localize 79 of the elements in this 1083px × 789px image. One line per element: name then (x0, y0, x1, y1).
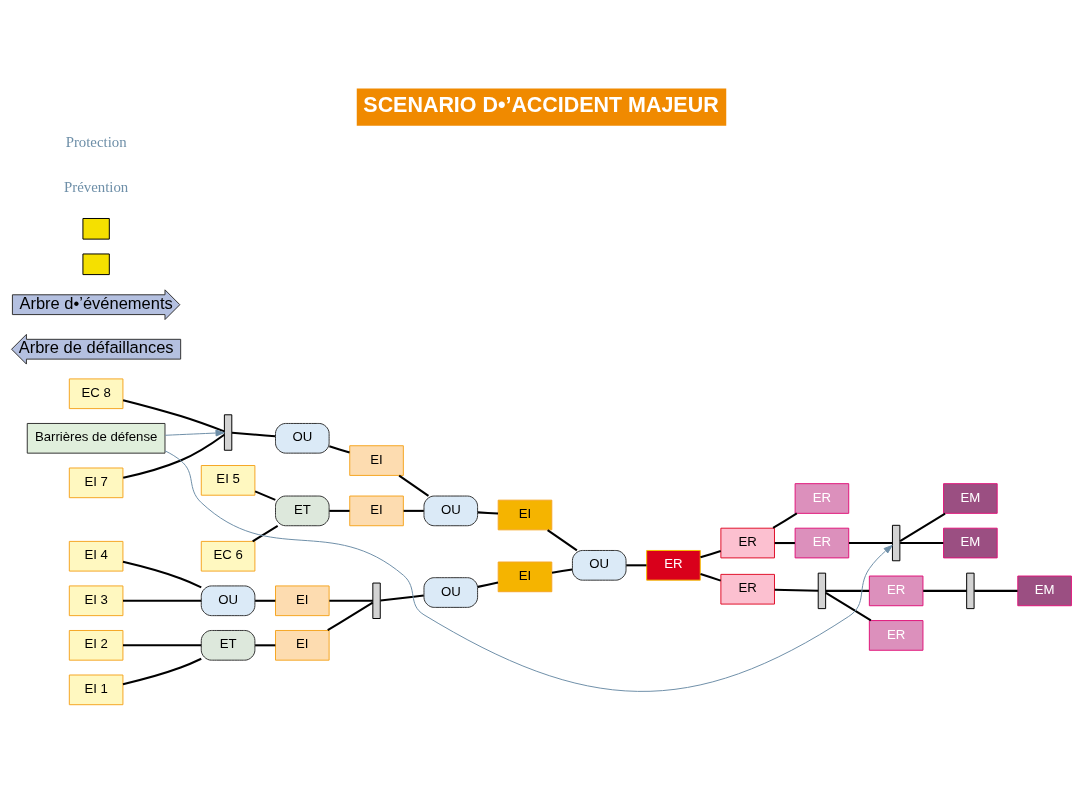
label: Protection (65, 133, 127, 150)
node-box: ER (868, 619, 924, 651)
node-box: EI (275, 629, 330, 661)
node-box: OU (275, 422, 330, 454)
connector (329, 599, 373, 602)
node-box: EI 5 (200, 464, 256, 496)
node-box: EI (497, 561, 553, 592)
node-box: EI (275, 584, 330, 616)
connector (327, 601, 374, 631)
connector (123, 599, 202, 602)
node-bar (891, 524, 901, 561)
connector (398, 474, 430, 497)
node-box: EC 8 (68, 377, 124, 409)
connector (123, 643, 202, 646)
node-box: EM (1017, 575, 1072, 606)
connector (772, 512, 798, 529)
node-box: EI 2 (68, 629, 124, 661)
connector (380, 594, 424, 601)
node-box: ER (720, 573, 775, 605)
connector (774, 541, 795, 544)
node-box: EI (497, 499, 553, 530)
node-bar (372, 582, 381, 619)
node-box: EI (349, 495, 404, 526)
connector (551, 567, 573, 574)
connector (123, 433, 225, 479)
node-box: EI 1 (68, 674, 124, 705)
node-box (82, 252, 110, 275)
connector (477, 510, 499, 515)
node-box: ET (200, 629, 256, 661)
connector (700, 572, 722, 582)
node-box: EM (943, 527, 998, 558)
connector (848, 541, 893, 544)
connector (825, 591, 872, 621)
connector (255, 599, 276, 602)
connector (700, 549, 721, 558)
node-box: ER (794, 482, 850, 514)
node-box: ER (646, 549, 701, 581)
diagram-title: SCENARIO D•’ACCIDENT MAJEUR (363, 92, 719, 117)
connector (255, 643, 276, 646)
node-box: ER (868, 575, 924, 606)
arrow (164, 449, 893, 692)
connector (774, 588, 819, 592)
node-box: EI (349, 444, 404, 476)
node-box: OU (423, 576, 479, 608)
label: Prévention (64, 178, 129, 195)
connector (122, 560, 202, 588)
connector (329, 509, 350, 512)
node-box: OU (423, 495, 479, 526)
node-box: ER (720, 527, 775, 558)
connector (254, 489, 276, 501)
connector (252, 524, 279, 542)
node-box: EM (943, 482, 998, 514)
connector (329, 444, 350, 454)
connector (231, 431, 276, 437)
node-box: EC 6 (200, 540, 256, 572)
node-bar (966, 572, 975, 609)
connector (899, 512, 946, 542)
connector (974, 589, 1018, 592)
connector (403, 509, 424, 512)
node-box (82, 217, 110, 240)
connector (825, 589, 870, 592)
node-bar (223, 413, 233, 451)
connector (626, 563, 647, 566)
node-box: EI 3 (68, 584, 124, 616)
connector (122, 657, 202, 685)
arrow (164, 429, 225, 436)
node-box: OU (200, 584, 256, 616)
connector (547, 528, 578, 551)
node-box: Barrières de défense (26, 422, 166, 454)
node-box: EI 7 (68, 467, 124, 498)
connector (923, 589, 967, 592)
node-box: OU (571, 549, 627, 581)
node-box: ER (794, 527, 850, 558)
node-box: ET (275, 495, 330, 526)
connector (122, 398, 225, 432)
node-bar (817, 572, 827, 609)
connector (900, 541, 944, 544)
node-box: EI 4 (68, 540, 124, 572)
connector (477, 581, 499, 588)
